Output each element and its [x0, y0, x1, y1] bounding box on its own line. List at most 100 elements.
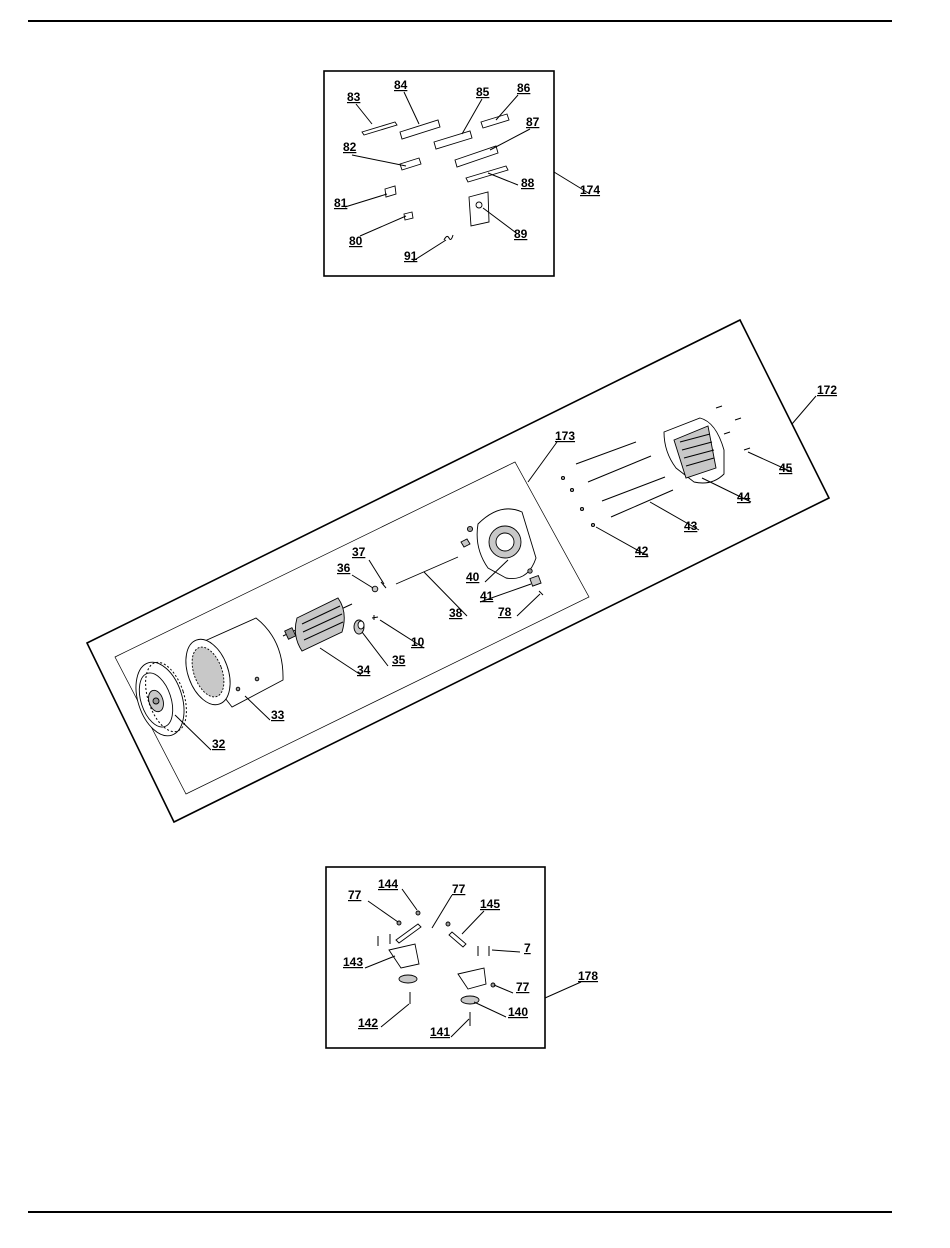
callout-32: 32: [212, 737, 226, 751]
part-81: [385, 186, 396, 197]
frame-172: [87, 320, 829, 822]
callout-89: 89: [514, 227, 528, 241]
group-172-generator: 32 33 34 35 10 36 37 38 40 41 78 42 43 4…: [87, 320, 837, 822]
callout-172: 172: [817, 383, 837, 397]
part-77-nut-b: [446, 922, 450, 926]
callout-173: 173: [555, 429, 575, 443]
leader-33: [245, 696, 270, 720]
callout-80: 80: [349, 234, 363, 248]
part-91: [444, 235, 453, 240]
callout-41: 41: [480, 589, 494, 603]
callout-81: 81: [334, 196, 348, 210]
leader-141: [451, 1019, 469, 1037]
part-10-screw: [372, 615, 378, 620]
part-44-end-cover: [664, 418, 724, 483]
leader-145: [462, 911, 484, 934]
leader-144: [402, 889, 417, 910]
part-43-tie-rods: [576, 442, 673, 517]
group-174-labels: 83 84 85 86 87 88 82 81 80 89 91 174: [324, 71, 600, 276]
callout-37: 37: [352, 545, 366, 559]
part-78-nut: [528, 569, 532, 573]
part-83: [362, 122, 397, 135]
leader-178: [545, 982, 581, 998]
callout-7: 7: [524, 941, 531, 955]
leader-142: [381, 1004, 409, 1027]
callout-38: 38: [449, 606, 463, 620]
callout-45: 45: [779, 461, 793, 475]
leader-7: [492, 950, 520, 952]
callout-91: 91: [404, 249, 418, 263]
leader-32: [175, 715, 211, 750]
callout-36: 36: [337, 561, 351, 575]
callout-141: 141: [430, 1025, 450, 1039]
leader-84: [404, 92, 419, 124]
part-85: [434, 131, 472, 149]
leader-77a: [368, 901, 398, 922]
group-178-mounting: 77 144 77 145 7 143 77 140 142 141 178: [326, 867, 598, 1048]
callout-77b: 77: [452, 882, 466, 896]
leader-91: [413, 240, 446, 261]
callout-44: 44: [737, 490, 751, 504]
leader-80: [360, 216, 406, 236]
part-33-stator: [178, 618, 283, 711]
callout-40: 40: [466, 570, 480, 584]
callout-142: 142: [358, 1016, 378, 1030]
part-145-strap-right: [449, 932, 466, 947]
callout-83: 83: [347, 90, 361, 104]
part-143-bracket-right: [458, 968, 486, 989]
leader-35: [362, 632, 388, 666]
part-41-bushing: [530, 576, 541, 587]
part-84: [400, 120, 440, 139]
callout-87: 87: [526, 115, 540, 129]
callout-143: 143: [343, 955, 363, 969]
leader-83: [356, 104, 372, 124]
leader-34: [320, 648, 361, 675]
part-40-end-bracket: [461, 509, 536, 579]
leader-82: [352, 155, 406, 166]
leader-88: [488, 173, 518, 185]
part-88: [466, 166, 508, 182]
callout-78: 78: [498, 605, 512, 619]
callout-174: 174: [580, 183, 600, 197]
callout-140: 140: [508, 1005, 528, 1019]
callout-33: 33: [271, 708, 285, 722]
leader-36: [352, 575, 373, 588]
callout-43: 43: [684, 519, 698, 533]
callout-34: 34: [357, 663, 371, 677]
callout-10: 10: [411, 635, 425, 649]
leader-85: [462, 99, 482, 134]
part-38-rod: [396, 557, 458, 584]
part-32-end-bell: [127, 656, 194, 742]
leader-173: [528, 442, 557, 482]
callout-88: 88: [521, 176, 535, 190]
part-36-washer: [372, 586, 378, 592]
callout-145: 145: [480, 897, 500, 911]
leader-77c: [494, 985, 513, 993]
callout-178: 178: [578, 969, 598, 983]
leader-81: [345, 194, 387, 207]
part-145-strap-left: [396, 924, 421, 943]
part-89-hole: [476, 202, 482, 208]
leader-37: [369, 560, 384, 584]
leader-78: [517, 594, 540, 616]
callout-77a: 77: [348, 888, 362, 902]
callout-77c: 77: [516, 980, 530, 994]
leader-172: [792, 396, 816, 424]
part-140-isolator-left: [399, 975, 417, 983]
leader-143: [365, 956, 395, 968]
part-82: [400, 158, 421, 170]
part-86: [481, 114, 509, 128]
callout-144: 144: [378, 877, 398, 891]
callout-42: 42: [635, 544, 649, 558]
callout-85: 85: [476, 85, 490, 99]
part-144-nut: [416, 911, 420, 915]
part-143-bracket-left: [389, 944, 419, 968]
leader-140: [474, 1002, 506, 1017]
callout-86: 86: [517, 81, 531, 95]
part-42-washers: [561, 476, 594, 526]
callout-82: 82: [343, 140, 357, 154]
callout-35: 35: [392, 653, 406, 667]
part-89: [469, 192, 489, 226]
leader-87: [490, 129, 530, 150]
